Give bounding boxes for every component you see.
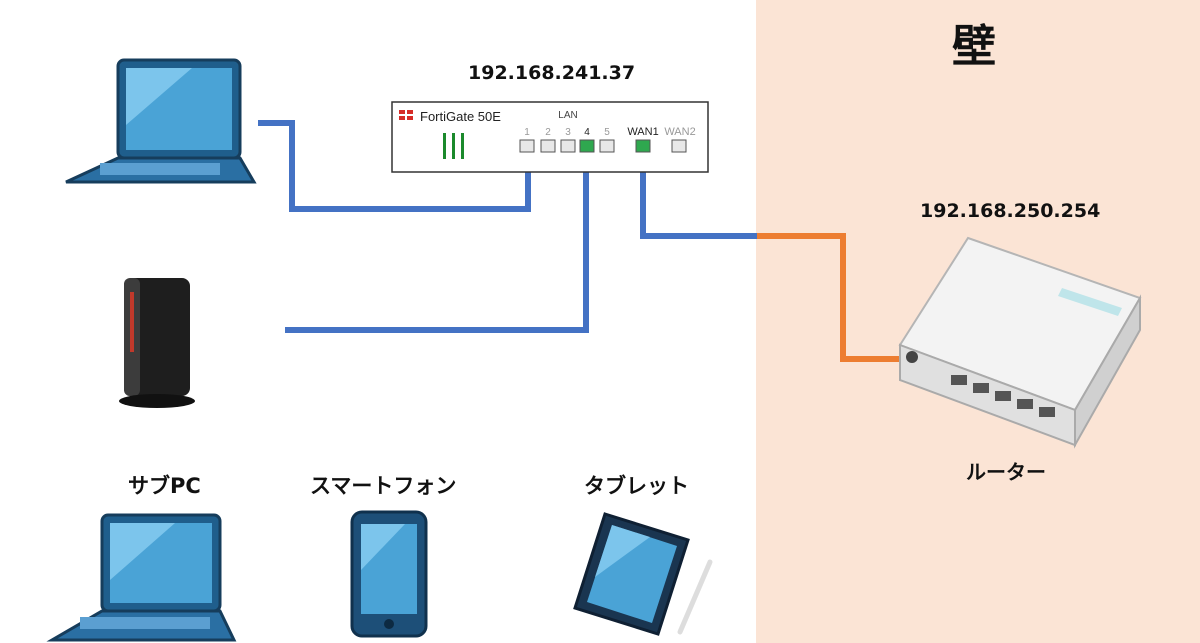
router-ip: 192.168.250.254: [920, 200, 1101, 222]
port-3-label: 3: [565, 127, 571, 138]
cable-wan1-to-wall: [640, 148, 757, 239]
tablet-label: タブレット: [584, 474, 689, 498]
cable-wall-to-router: [757, 233, 905, 362]
sub-pc-laptop-icon: [46, 513, 237, 642]
status-led-icon: [443, 133, 464, 159]
router-label: ルーター: [966, 460, 1046, 484]
port-4-label: 4: [584, 127, 590, 138]
fortinet-logo-icon: [399, 110, 413, 120]
wifi-router-icon: [119, 278, 195, 408]
cable-wifi-to-lan4: [285, 148, 589, 333]
port-5-label: 5: [604, 127, 610, 138]
cable-laptop-to-lan1: [258, 120, 531, 212]
wall-label: 壁: [952, 21, 996, 72]
wan1-label: WAN1: [627, 126, 658, 138]
sub-pc-label: サブPC: [128, 474, 201, 498]
laptop-icon: [65, 58, 257, 184]
port-2-label: 2: [545, 127, 551, 138]
smartphone-icon: [350, 510, 428, 638]
lan-cables: [258, 120, 757, 333]
fortigate-model: FortiGate 50E: [420, 109, 501, 124]
router-device: [898, 236, 1142, 449]
smartphone-label: スマートフォン: [310, 474, 457, 498]
port-1-label: 1: [524, 127, 530, 138]
fortigate-ip: 192.168.241.37: [468, 62, 636, 84]
lan-label: LAN: [558, 110, 577, 121]
port-icons: [519, 139, 687, 153]
tablet-icon: [573, 512, 713, 636]
wan2-label: WAN2: [664, 126, 695, 138]
fortigate-device: FortiGate 50E LAN 1 2 3 4 5 WAN1 WAN2: [391, 101, 709, 173]
